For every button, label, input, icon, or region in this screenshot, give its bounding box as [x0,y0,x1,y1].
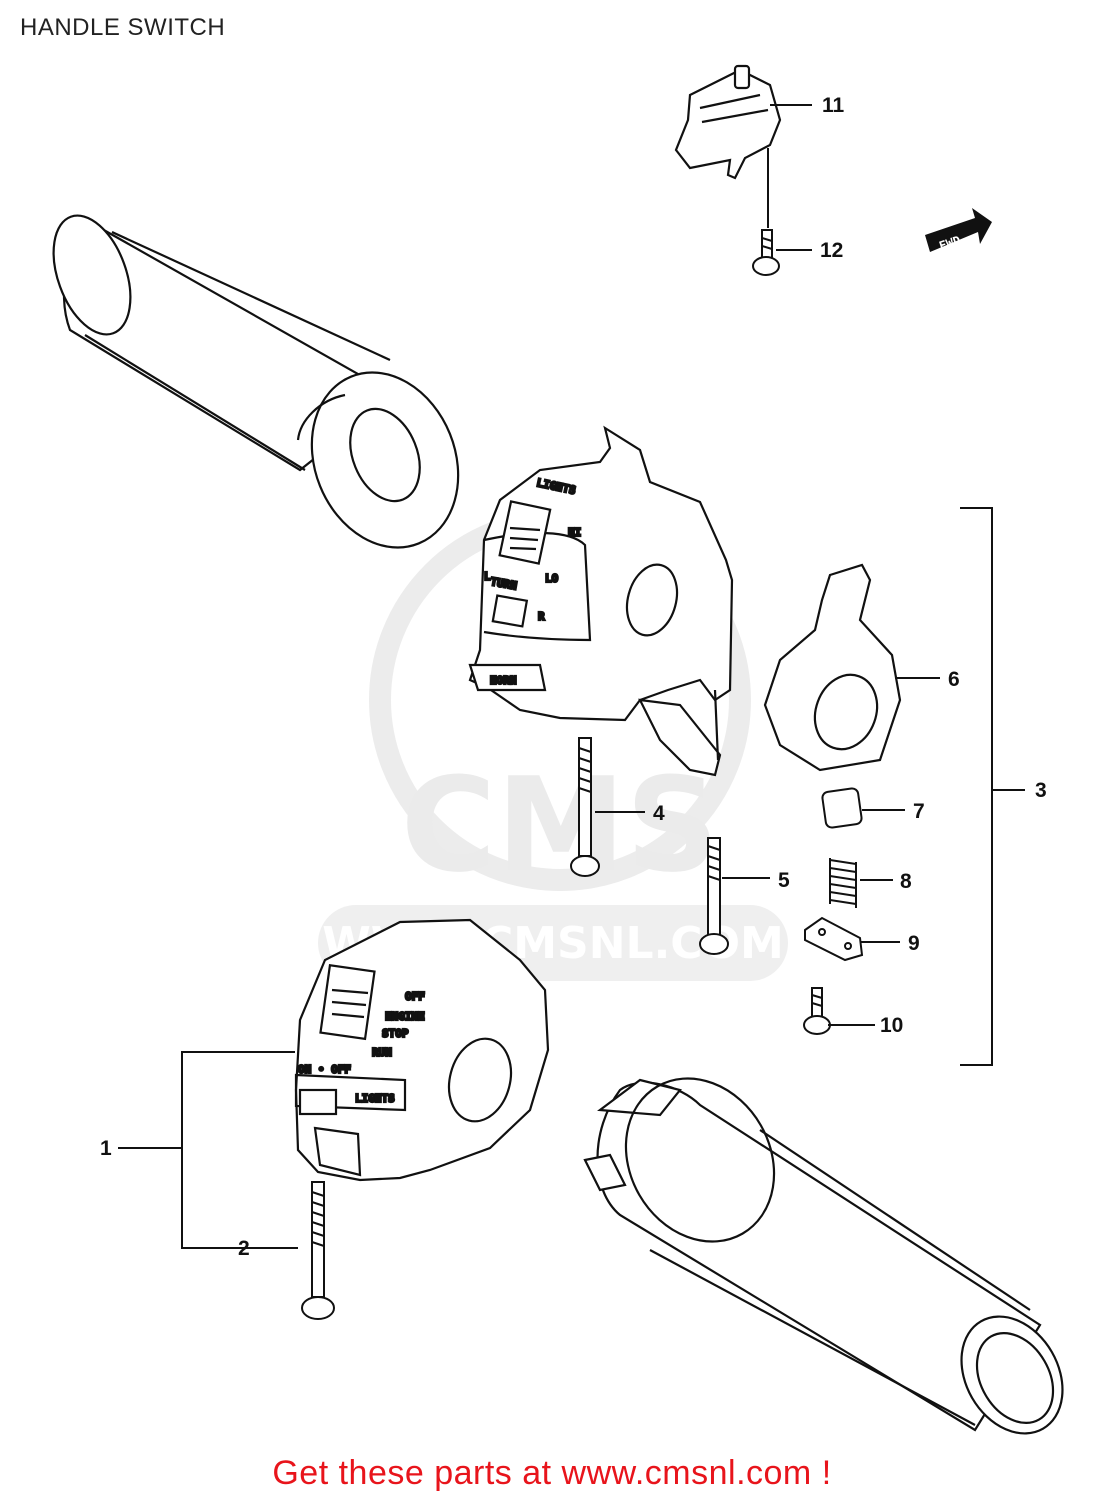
part-number-3: 3 [1035,779,1047,802]
part-number-9: 9 [908,932,920,955]
part-number-8: 8 [900,870,912,893]
part-number-5: 5 [778,869,790,892]
button-part-7 [821,787,863,829]
watermark-brand: CMS [401,749,719,901]
lever-holder-part-6 [763,563,902,772]
page-title: HANDLE SWITCH [20,14,226,41]
fwd-label: FWD [937,233,962,253]
switch-label-horn: HORN [490,674,517,687]
left-switch-housing: LIGHTS HI LO TURN L R HORN [468,425,734,777]
part-number-2: 2 [238,1237,250,1260]
part-number-12: 12 [820,239,843,262]
switch-label-engine: ENGINE [385,1010,425,1023]
right-switch-housing: OFF ENGINE STOP RUN ON • OFF LIGHTS [294,918,550,1182]
switch-label-stop: STOP [382,1027,409,1040]
switch-label-r: R [538,610,545,623]
plate-part-9 [804,916,864,962]
screw-part-10 [803,987,831,1035]
switch-label-lights-right: LIGHTS [355,1092,395,1105]
footer-link-text[interactable]: Get these parts at www.cmsnl.com ! [272,1454,832,1492]
part-number-4: 4 [653,802,665,825]
switch-label-hi: HI [568,526,581,539]
spring-part-8 [829,858,857,908]
switch-label-lo: LO [545,572,559,585]
switch-label-on-off: ON • OFF [298,1063,351,1076]
screw-part-5 [699,837,729,955]
switch-label-off: OFF [405,990,425,1003]
switch-label-l: L [484,570,491,583]
switch-label-run: RUN [372,1046,392,1059]
switch-part-11 [674,64,782,180]
right-grip [583,1077,1064,1435]
part-number-7: 7 [913,800,925,823]
part-number-10: 10 [880,1014,903,1037]
screw-part-12 [752,229,780,276]
part-number-6: 6 [948,668,960,691]
fwd-arrow-icon: FWD [925,208,992,253]
screw-part-2 [301,1181,335,1320]
part-number-11: 11 [822,94,845,117]
screw-part-4 [570,737,600,877]
leader-lines [118,104,1025,1249]
left-grip [52,214,460,549]
part-number-1: 1 [100,1137,112,1160]
switch-label-turn: TURN [489,575,517,592]
